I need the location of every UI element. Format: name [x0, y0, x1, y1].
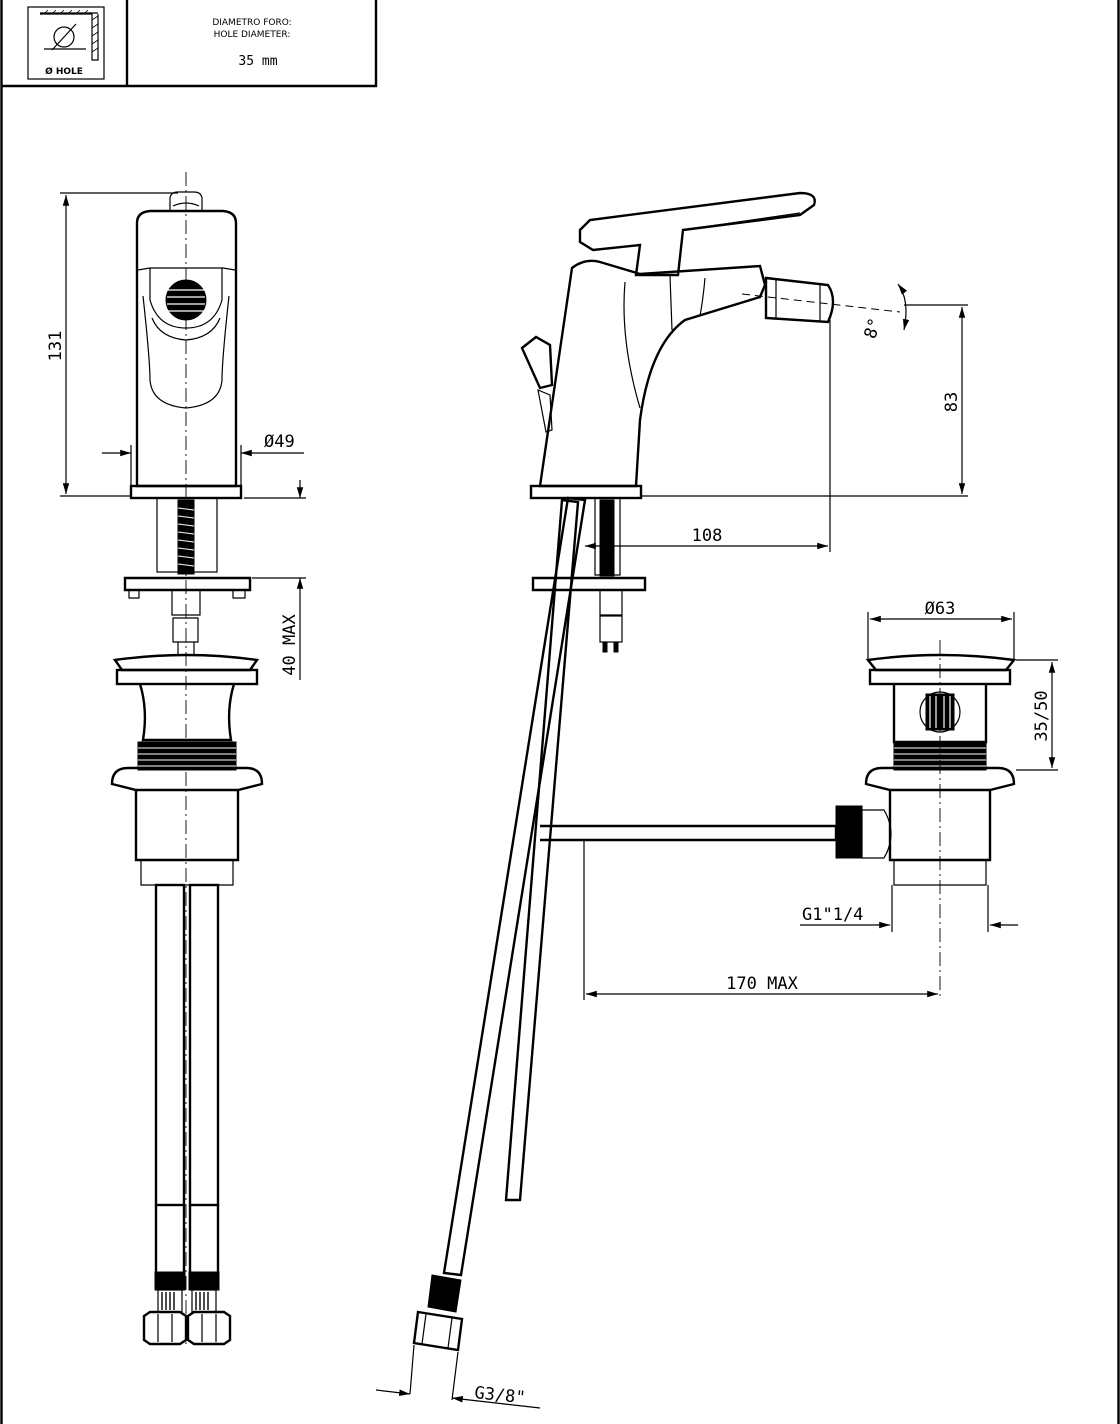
hole-icon-caption: Ø HOLE — [45, 66, 83, 77]
dimension-waste-diameter — [867, 612, 1015, 660]
hole-diameter-label-it: DIAMETRO FORO: — [212, 18, 291, 28]
dimension-deck-max-label: 40 MAX — [280, 614, 300, 676]
dimension-spout-reach-label: 108 — [692, 526, 723, 546]
hole-diameter-label-en: HOLE DIAMETER: — [214, 30, 291, 40]
dimension-rod-length-label: 170 MAX — [726, 974, 798, 994]
dimension-waste-thread-label: G1"1/4 — [802, 905, 863, 925]
hole-icon — [40, 9, 99, 61]
dimension-base-diameter — [102, 445, 304, 490]
dimension-height — [60, 192, 178, 497]
dimension-base-diameter-label: Ø49 — [264, 432, 295, 452]
dimension-waste-height — [1016, 659, 1058, 771]
side-view — [412, 191, 1017, 1352]
dimension-hose-thread-label: G3/8" — [473, 1383, 526, 1408]
dimension-spout-height-label: 83 — [942, 392, 962, 412]
dimension-waste-diameter-label: Ø63 — [925, 599, 956, 619]
dimension-height-label: 131 — [46, 331, 66, 362]
title-block — [2, 0, 378, 88]
dimension-deck-max — [244, 480, 306, 680]
dimension-waste-thread — [800, 885, 1018, 932]
dimension-waste-height-label: 35/50 — [1032, 690, 1052, 741]
hole-diameter-value: 35 mm — [238, 54, 277, 69]
dimension-spout-angle-label: 8° — [861, 316, 886, 342]
dimension-spout-angle — [897, 283, 910, 331]
dimension-rod-length — [583, 840, 938, 1000]
dimension-spout-reach — [585, 320, 831, 552]
dimension-spout-height — [641, 304, 968, 497]
dimension-hose-thread — [375, 1344, 541, 1409]
front-view — [110, 172, 264, 1346]
